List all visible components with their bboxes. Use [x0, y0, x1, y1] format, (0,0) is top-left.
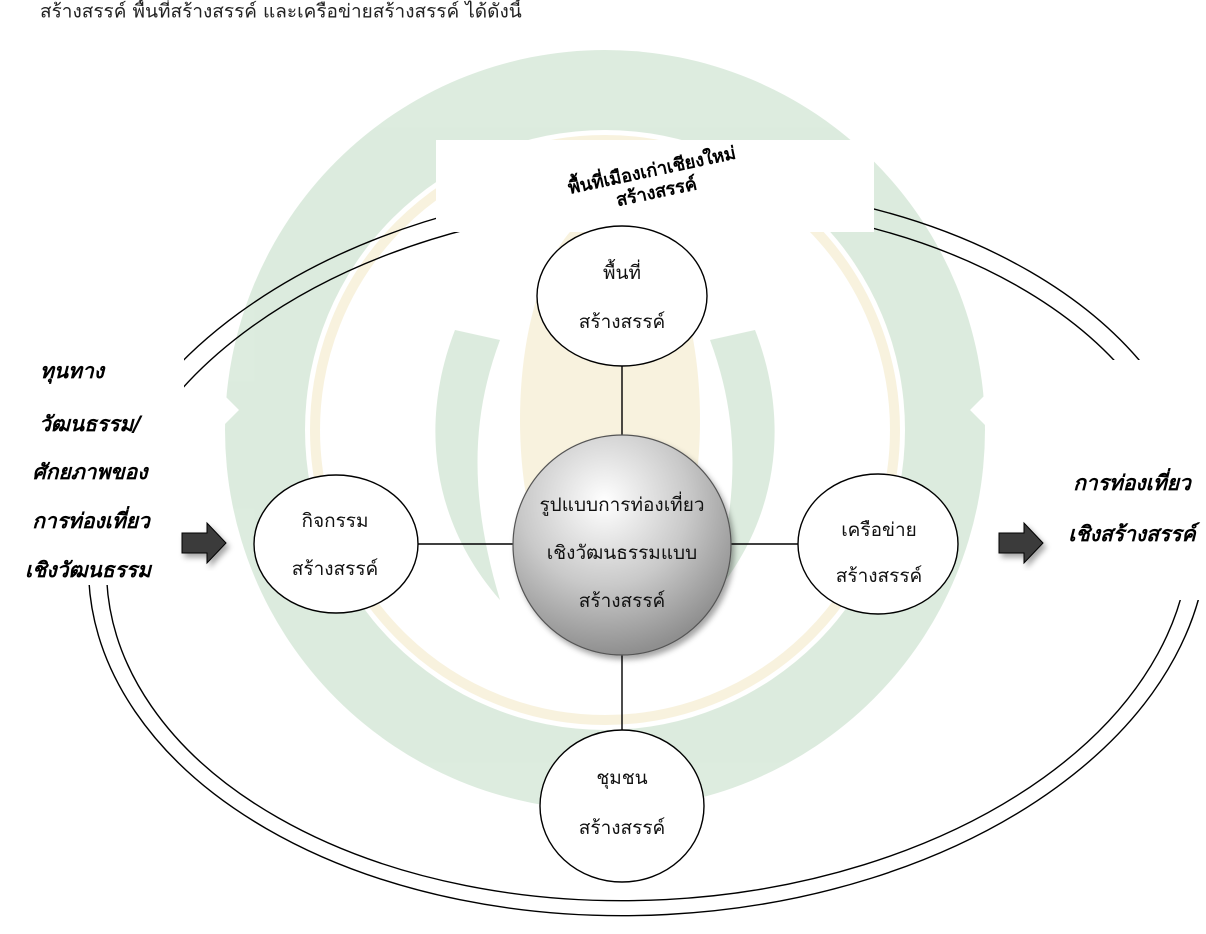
- node-right-line-2: สร้างสรรค์: [836, 565, 922, 587]
- input-arrow-icon: [181, 521, 227, 565]
- input-label-line-4: การท่องเที่ยว: [32, 506, 152, 533]
- output-label-line-1: การท่องเที่ยว: [1073, 468, 1193, 495]
- node-creative-network: เครือข่าย สร้างสรรค์: [797, 473, 959, 615]
- seal-naga-right: [710, 330, 775, 600]
- output-label: การท่องเที่ยว เชิงสร้างสรรค์: [1068, 468, 1200, 546]
- input-label-line-5: เชิงวัฒนธรรม: [25, 558, 153, 582]
- connectors: [416, 365, 800, 732]
- seal-star-left: [205, 393, 239, 427]
- node-top-line-2: สร้างสรรค์: [579, 311, 665, 333]
- input-label: ทุนทาง วัฒนธรรม/ ศักยภาพของ การท่องเที่ย…: [25, 359, 153, 582]
- node-bottom-line-1: ชุมชน: [596, 767, 647, 790]
- node-center-model: รูปแบบการท่องเที่ยว เชิงวัฒนธรรมแบบ สร้า…: [512, 434, 732, 656]
- output-label-mask: [1050, 360, 1206, 600]
- seal-outer-ring: [225, 50, 985, 810]
- output-arrow-icon: [998, 521, 1044, 565]
- title-mask: [436, 140, 874, 232]
- node-left-line-2: สร้างสรรค์: [292, 558, 378, 580]
- node-creative-activity: กิจกรรม สร้างสรรค์: [253, 474, 419, 614]
- input-label-line-2: วัฒนธรรม/: [39, 412, 143, 436]
- node-creative-space: พื้นที่ สร้างสรรค์: [536, 225, 708, 367]
- node-center-line-3: สร้างสรรค์: [579, 590, 665, 612]
- seal-star-right: [970, 393, 1004, 427]
- input-label-line-1: ทุนทาง: [40, 359, 106, 384]
- node-center-line-1: รูปแบบการท่องเที่ยว: [539, 491, 704, 516]
- seal-naga-left: [435, 330, 500, 600]
- node-creative-community: ชุมชน สร้างสรรค์: [539, 729, 705, 883]
- node-top-line-1: พื้นที่: [603, 259, 641, 284]
- top-text-line: สร้างสรรค์ พื้นที่สร้างสรรค์ และเครือข่า…: [40, 0, 522, 23]
- node-bottom-line-2: สร้างสรรค์: [579, 817, 665, 839]
- input-label-line-3: ศักยภาพของ: [32, 460, 149, 484]
- node-center-line-2: เชิงวัฒนธรรมแบบ: [547, 542, 697, 564]
- node-right-line-1: เครือข่าย: [841, 519, 917, 541]
- node-left-line-1: กิจกรรม: [301, 510, 368, 532]
- seal-inner-disc: [305, 130, 905, 730]
- input-label-mask: [0, 335, 184, 585]
- output-label-line-2: เชิงสร้างสรรค์: [1068, 522, 1200, 546]
